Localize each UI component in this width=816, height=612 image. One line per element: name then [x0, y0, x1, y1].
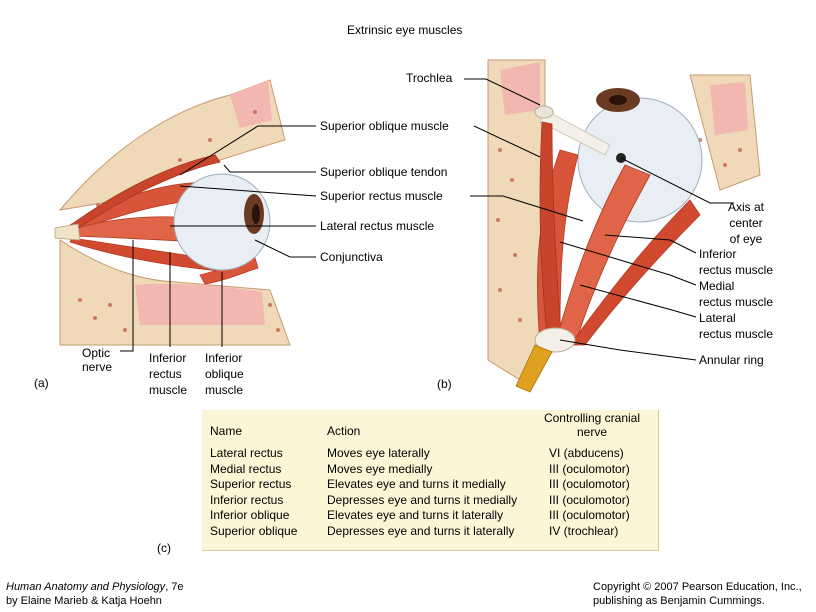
table-header-action: Action [327, 424, 361, 438]
panel-a-illustration [54, 79, 291, 346]
copyright-credit: Copyright © 2007 Pearson Education, Inc.… [593, 581, 802, 607]
label-axis-at-center: Axis at center of eye [728, 200, 765, 246]
optic-nerve-b [515, 344, 553, 393]
leader-superior-oblique-tendon [223, 164, 316, 173]
leader-trochlea [464, 78, 541, 106]
book-credit: Human Anatomy and Physiology, 7e by Elai… [6, 580, 184, 608]
label-conjunctiva: Conjunctiva [320, 250, 383, 264]
frontal-sinus-b [500, 62, 540, 115]
trochlea-b [534, 105, 554, 119]
lateral-rectus-muscle-b [569, 199, 701, 346]
label-inferior-rectus-muscle-a: Inferior rectus muscle [149, 351, 188, 397]
label-inferior-rectus-muscle-b: Inferior rectus muscle [699, 247, 774, 277]
label-inferior-oblique-muscle-a: Inferior oblique muscle [205, 351, 244, 397]
label-lateral-rectus-muscle-b: Lateral rectus muscle [699, 311, 774, 341]
table-cell-nerve: III (oculomotor) [549, 492, 630, 507]
label-annular-ring: Annular ring [699, 353, 764, 367]
maxillary-sinus [135, 283, 265, 325]
table-header-name: Name [210, 424, 243, 438]
leader-inferior-rectus-b [604, 234, 697, 254]
leader-annular-ring [559, 339, 697, 361]
eyeball-b [577, 97, 703, 223]
ethmoid-sinus-b [710, 82, 748, 135]
label-lateral-rectus-muscle: Lateral rectus muscle [320, 219, 435, 233]
table-column-nerve: VI (abducens) III (oculomotor) III (ocul… [549, 446, 630, 540]
label-medial-rectus-muscle-b: Medial rectus muscle [699, 279, 774, 309]
book-title: Human Anatomy and Physiology [6, 581, 166, 593]
leader-superior-oblique-muscle-b [473, 125, 541, 158]
optic-nerve-a [54, 223, 81, 241]
table-cell-action: Moves eye laterally [327, 446, 430, 460]
table-cell-nerve: III (oculomotor) [549, 508, 630, 523]
leader-conjunctiva [254, 239, 316, 258]
label-trochlea: Trochlea [406, 71, 453, 85]
leader-medial-rectus-b [559, 241, 697, 286]
table-cell-action: Depresses eye and turns it laterally [327, 523, 515, 538]
table-cell-name: Medial rectus [210, 461, 282, 476]
leader-superior-oblique-muscle-a [179, 125, 316, 176]
label-optic-nerve: Optic nerve [82, 346, 112, 374]
frontal-sinus [230, 80, 272, 128]
book-edition: , 7e [165, 581, 184, 593]
leader-superior-rectus-muscle-b [470, 195, 584, 222]
eyeball-a [173, 173, 271, 271]
table-header-nerve: Controlling cranial nerve [543, 411, 641, 439]
label-optic-nerve-line2: nerve [82, 360, 113, 374]
table-cell-action: Depresses eye and turns it medially [327, 492, 518, 507]
panel-b-illustration [487, 59, 761, 393]
annular-ring-b [534, 327, 576, 353]
label-superior-rectus-muscle: Superior rectus muscle [320, 189, 443, 203]
table-cell-action: Elevates eye and turns it medially [327, 477, 506, 492]
table-cell-nerve: III (oculomotor) [549, 461, 630, 476]
superior-oblique-muscle-a [74, 154, 221, 229]
table-cell-action: Elevates eye and turns it laterally [327, 508, 504, 523]
leader-optic-nerve [120, 240, 134, 352]
panel-letter-a: (a) [34, 376, 49, 390]
label-optic-nerve-line1: Optic [82, 346, 111, 360]
muscle-table: Name Action Controlling cranial nerve La… [202, 410, 659, 551]
table-column-action: Moves eye laterally Moves eye medially E… [327, 446, 517, 540]
table-cell-name: Lateral rectus [210, 446, 283, 460]
table-cell-name: Inferior oblique [210, 508, 290, 523]
table-cell-nerve: IV (trochlear) [549, 523, 619, 538]
leader-axis [620, 157, 734, 204]
label-superior-oblique-muscle: Superior oblique muscle [320, 119, 449, 133]
table-cell-name: Superior oblique [210, 523, 298, 538]
table-cell-name: Inferior rectus [210, 492, 284, 507]
leader-superior-rectus-muscle-a [179, 185, 317, 197]
book-authors: by Elaine Marieb & Katja Hoehn [6, 595, 162, 607]
label-superior-oblique-tendon: Superior oblique tendon [320, 165, 448, 179]
table-column-name: Lateral rectus Medial rectus Superior re… [210, 446, 297, 540]
table-cell-action: Moves eye medially [327, 461, 433, 476]
panel-letter-b: (b) [437, 377, 452, 391]
table-cell-name: Superior rectus [210, 477, 292, 492]
figure-title: Extrinsic eye muscles [347, 23, 463, 37]
leader-lines [120, 78, 734, 361]
superior-oblique-muscle-b [539, 121, 563, 346]
table-cell-nerve: III (oculomotor) [549, 477, 630, 492]
leader-lateral-rectus-b [579, 284, 697, 318]
panel-letter-c: (c) [157, 541, 171, 555]
table-cell-nerve: VI (abducens) [549, 446, 624, 460]
